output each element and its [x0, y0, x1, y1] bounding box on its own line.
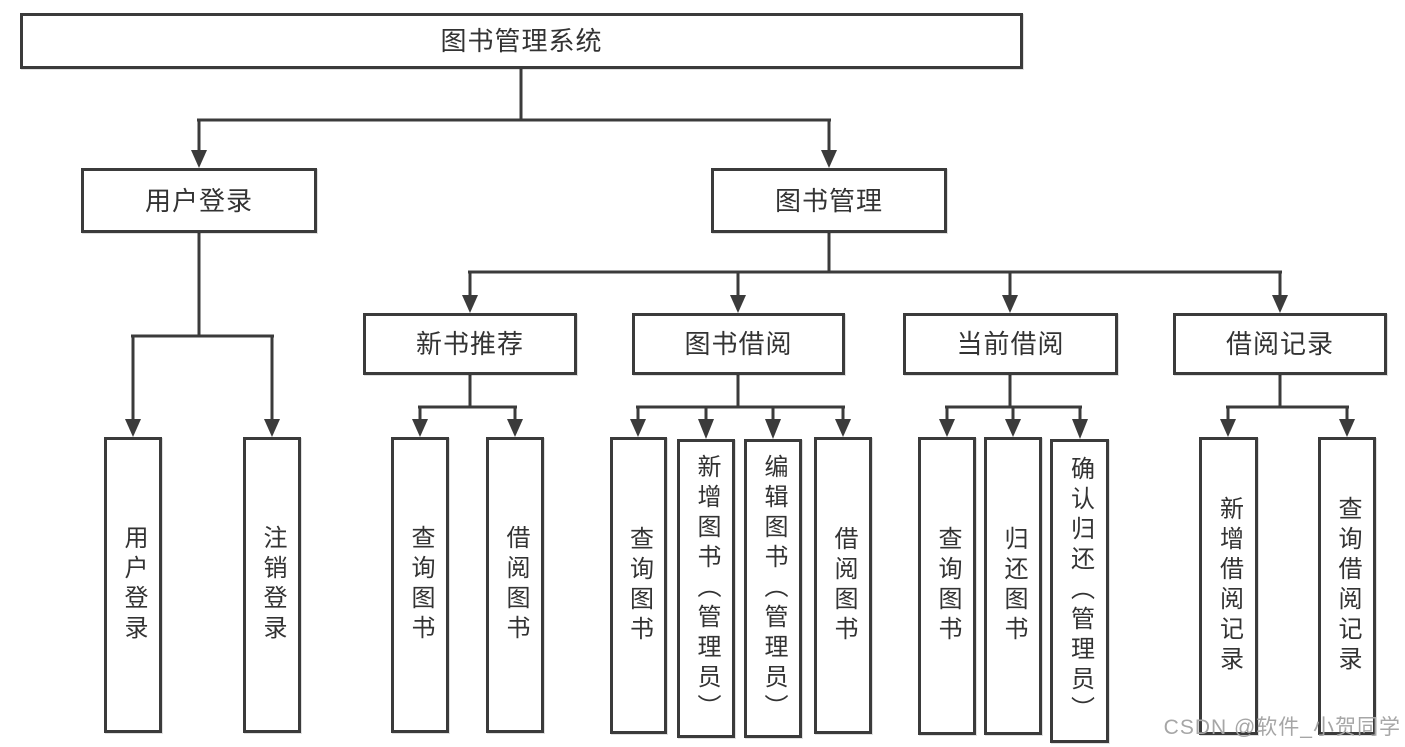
node-borrow-records-label: 借阅记录 — [1225, 329, 1334, 359]
leaf-borrow-book-recommend: 借阅图书 — [486, 437, 544, 733]
watermark: CSDN @软件_小贺同学 — [1163, 716, 1401, 739]
leaf-borrow-book-recommend-label: 借阅图书 — [502, 525, 529, 645]
leaf-confirm-return-admin: 确认归还（管理员） — [1050, 439, 1109, 743]
node-current-borrow-label: 当前借阅 — [956, 329, 1065, 359]
leaf-return-book-label: 归还图书 — [1000, 526, 1027, 646]
leaf-query-borrow-record: 查询借阅记录 — [1318, 437, 1376, 735]
node-user-login: 用户登录 — [81, 168, 317, 233]
leaf-add-borrow-record: 新增借阅记录 — [1199, 437, 1258, 735]
leaf-query-book-recommend-label: 查询图书 — [407, 525, 434, 645]
node-book-management-label: 图书管理 — [774, 185, 883, 216]
node-user-login-label: 用户登录 — [144, 185, 253, 216]
leaf-return-book: 归还图书 — [984, 437, 1042, 735]
node-new-book-recommend-label: 新书推荐 — [415, 329, 524, 359]
leaf-borrow-book-label: 借阅图书 — [830, 525, 857, 646]
leaf-user-login: 用户登录 — [104, 437, 162, 733]
node-book-management: 图书管理 — [711, 168, 947, 233]
leaf-add-book-admin: 新增图书（管理员） — [677, 439, 735, 738]
node-current-borrow: 当前借阅 — [903, 313, 1118, 375]
leaf-query-book-current: 查询图书 — [918, 437, 976, 735]
node-new-book-recommend: 新书推荐 — [363, 313, 577, 375]
leaf-logout-label: 注销登录 — [259, 525, 286, 645]
leaf-confirm-return-admin-label: 确认归还（管理员） — [1066, 456, 1094, 726]
node-library-system-label: 图书管理系统 — [440, 26, 603, 56]
node-borrow-records: 借阅记录 — [1173, 313, 1387, 375]
leaf-query-book-current-label: 查询图书 — [934, 526, 961, 646]
node-book-borrow: 图书借阅 — [632, 313, 845, 375]
leaf-user-login-label: 用户登录 — [120, 525, 147, 645]
leaf-query-book-borrow-label: 查询图书 — [625, 525, 653, 646]
leaf-query-book-borrow: 查询图书 — [610, 437, 667, 734]
leaf-logout: 注销登录 — [243, 437, 301, 733]
leaf-edit-book-admin: 编辑图书（管理员） — [744, 439, 802, 738]
leaf-query-borrow-record-label: 查询借阅记录 — [1334, 496, 1361, 676]
leaf-query-book-recommend: 查询图书 — [391, 437, 449, 733]
leaf-borrow-book: 借阅图书 — [814, 437, 872, 734]
leaf-add-borrow-record-label: 新增借阅记录 — [1215, 496, 1243, 676]
leaf-edit-book-admin-label: 编辑图书（管理员） — [760, 453, 787, 724]
node-library-system: 图书管理系统 — [20, 13, 1023, 69]
leaf-add-book-admin-label: 新增图书（管理员） — [693, 453, 720, 724]
node-book-borrow-label: 图书借阅 — [684, 329, 793, 359]
